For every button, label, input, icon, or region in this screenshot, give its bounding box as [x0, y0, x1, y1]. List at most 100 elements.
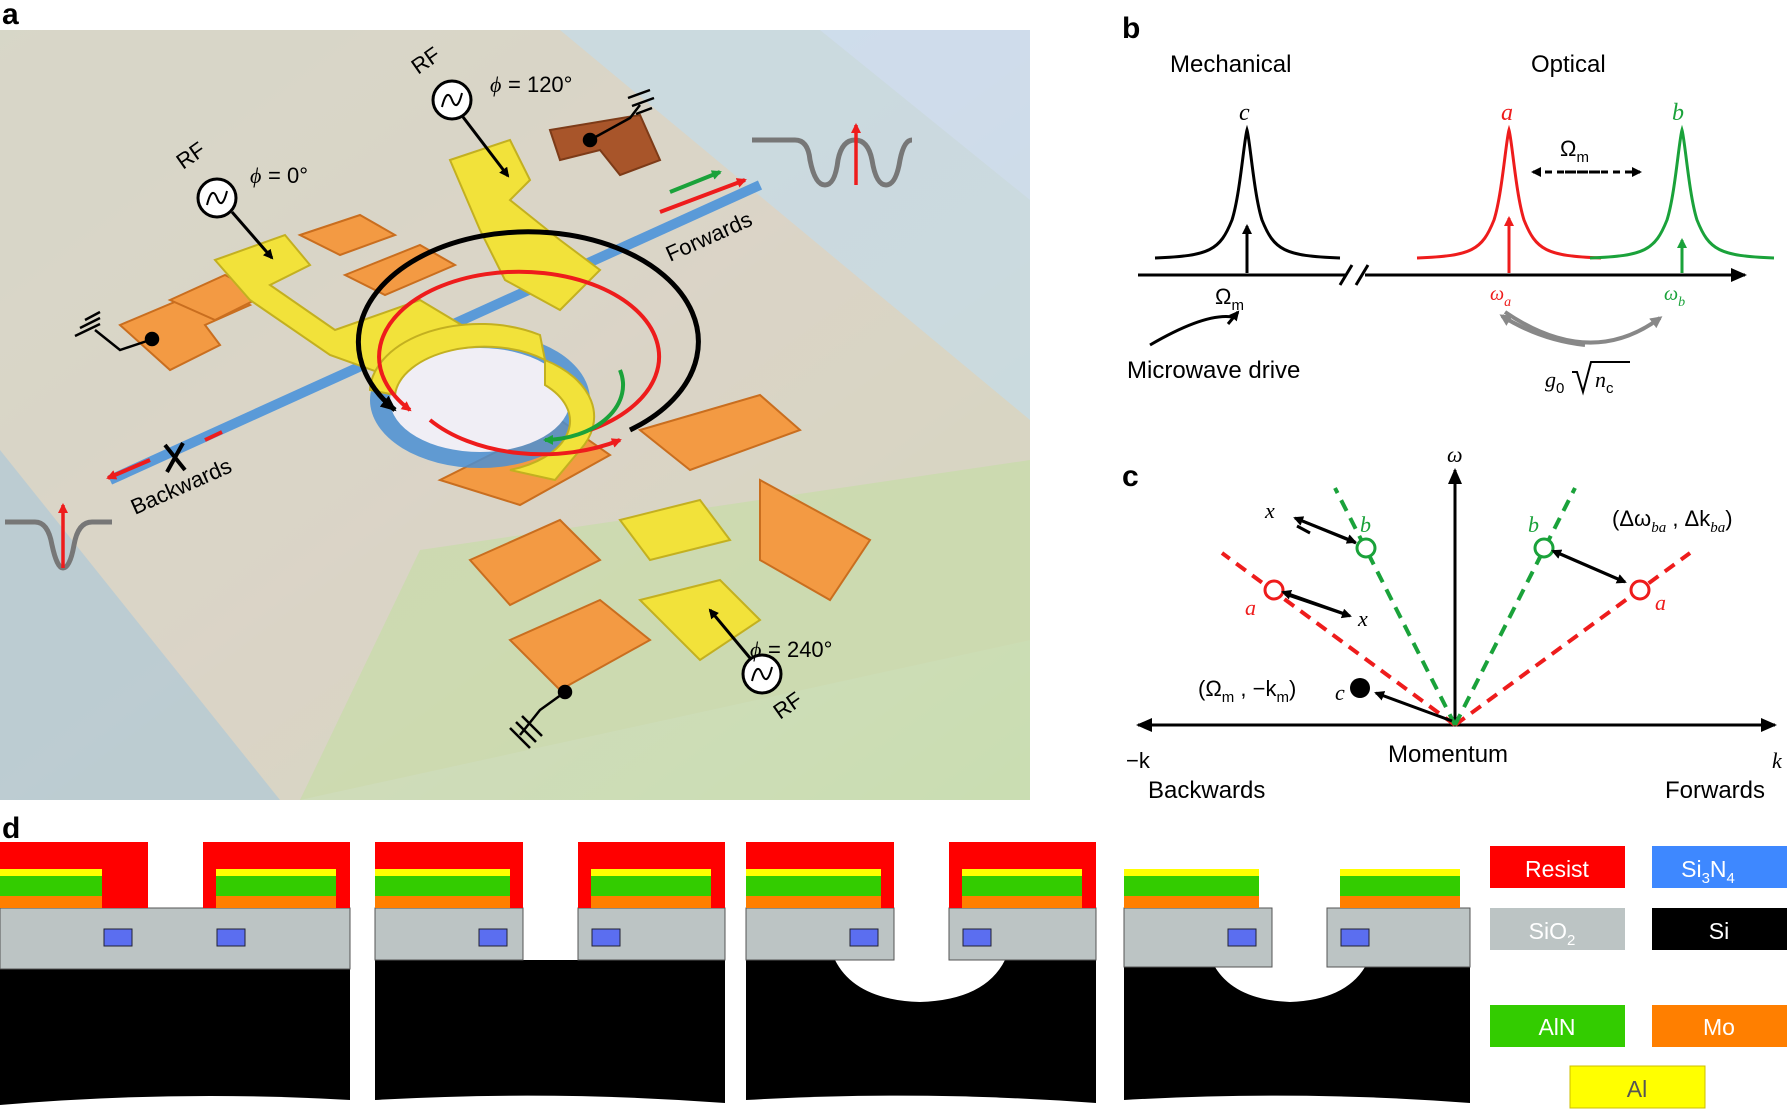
x-arrow-backward-2: [1299, 518, 1357, 544]
panel-b: b Mechanical Optical c a b Ωm ωa ωb Ωm M…: [1122, 12, 1775, 397]
lorentzian-b: [1589, 124, 1775, 260]
chip-side: [0, 450, 280, 800]
omega-m-axis-label: Ωm: [1215, 284, 1244, 314]
phase-label-240: = 240°: [768, 637, 832, 662]
mode-b-backward-point: [1355, 537, 1377, 559]
k-label: k: [1772, 748, 1783, 773]
delta-label: (Δωba , Δkba): [1612, 506, 1733, 536]
dispersion-b-forward: [1453, 487, 1577, 726]
panel-c-label: c: [1122, 460, 1139, 493]
svg-text:Al: Al: [1627, 1076, 1647, 1102]
process-step-2: [374, 842, 726, 1113]
rf-source-120: RF ϕ = 120°: [407, 42, 572, 178]
backward-arrow-dash: [204, 430, 223, 442]
rf-source-0: RF ϕ = 0°: [172, 137, 308, 260]
ground-symbols: [74, 88, 655, 749]
process-step-3: [745, 842, 1097, 1113]
panel-c: c ω b b a a c x x (Δωba , Δkba) (Ωm , −k…: [1122, 442, 1783, 804]
svg-text:nc: nc: [1595, 367, 1614, 397]
svg-text:g0: g0: [1545, 367, 1564, 397]
panel-a-label: a: [2, 0, 19, 31]
b-forward-label: b: [1528, 512, 1539, 537]
coupling-label: g0 nc: [1545, 361, 1630, 397]
omega-m-separation-label: Ωm: [1560, 136, 1589, 166]
legend-mo: Mo: [1652, 1005, 1787, 1047]
mode-a-backward-point: [1263, 579, 1285, 601]
svg-text:Mo: Mo: [1703, 1014, 1735, 1040]
mode-a-forward-point: [1629, 579, 1651, 601]
legend-resist: Resist: [1490, 846, 1625, 888]
legend-sio2: SiO2: [1490, 908, 1625, 950]
circulation-arrow-red-outer: [377, 269, 662, 432]
legend-aln: AlN: [1490, 1005, 1625, 1047]
c-vector-arrow: [1374, 691, 1453, 723]
phi-symbol-0: ϕ: [250, 163, 261, 188]
phi-symbol-120: ϕ: [490, 72, 501, 97]
momentum-label: Momentum: [1388, 741, 1508, 768]
legend-si: Si: [1652, 908, 1787, 950]
x-label-2: x: [1357, 606, 1368, 631]
panel-d: d: [0, 812, 1787, 1113]
legend-si3n4: Si3N4: [1652, 846, 1787, 888]
dispersion-a-forward: [1453, 551, 1692, 727]
ring-electrode-left: [368, 323, 547, 397]
material-legend: Resist Si3N4 SiO2 Si AlN Mo: [1490, 846, 1787, 1109]
c-point-label: c: [1335, 680, 1345, 705]
coupling-arrow-right: [1503, 310, 1663, 345]
svg-text:Resist: Resist: [1525, 856, 1590, 882]
omega-axis-label: ω: [1447, 442, 1463, 467]
lorentzian-a: [1416, 124, 1602, 260]
circulation-arrow-green: [543, 369, 626, 445]
x-arrow-forward-2: [1551, 549, 1621, 582]
microwave-drive-arrow: [1149, 315, 1238, 347]
x-arrow-top-left-stub: [1296, 524, 1311, 535]
microwave-drive-arrowhead: [1226, 310, 1240, 325]
omega-b-axis-label: ωb: [1664, 283, 1685, 310]
phase-label-120: = 120°: [508, 72, 572, 97]
circulation-arrow-red-inner: [428, 418, 622, 457]
svg-text:AlN: AlN: [1538, 1014, 1575, 1040]
b-backward-label: b: [1360, 512, 1371, 537]
x-arrow-a-2: [1281, 589, 1346, 616]
x-label-1: x: [1264, 498, 1275, 523]
forwards-label-c: Forwards: [1665, 777, 1765, 804]
a-backward-label: a: [1245, 595, 1256, 620]
axis-break: [1338, 264, 1370, 286]
phi-symbol-240: ϕ: [750, 637, 761, 662]
panel-d-label: d: [2, 812, 20, 845]
process-step-4: [1123, 869, 1471, 1113]
coupling-arrow-left: [1499, 314, 1586, 347]
forward-arrow-green: [669, 170, 722, 194]
lorentzian-c: [1154, 124, 1341, 260]
dispersion-b-backward: [1333, 487, 1457, 726]
omega-a-axis-label: ωa: [1490, 283, 1511, 310]
mode-b-forward-point: [1533, 537, 1555, 559]
microwave-drive-label: Microwave drive: [1127, 357, 1300, 384]
mode-c-point: [1350, 678, 1370, 698]
mechanical-heading: Mechanical: [1170, 51, 1291, 78]
dispersion-a-backward: [1220, 551, 1457, 727]
a-forward-label: a: [1655, 590, 1666, 615]
process-step-1: [0, 842, 351, 1113]
minus-k-label: −k: [1126, 748, 1151, 773]
mode-b-label: b: [1672, 100, 1684, 126]
svg-text:Si3N4: Si3N4: [1681, 856, 1735, 887]
circulation-arrow-black: [355, 229, 701, 433]
dark-electrode: [548, 113, 662, 177]
phase-label-0: = 0°: [268, 163, 308, 188]
svg-text:SiO2: SiO2: [1529, 918, 1576, 949]
svg-text:Si: Si: [1709, 918, 1729, 944]
backward-arrow-red: [106, 458, 151, 480]
legend-al: Al: [1569, 1065, 1706, 1109]
mode-a-label: a: [1501, 100, 1513, 126]
panel-a: a: [0, 0, 1030, 800]
ring-electrode-right: [509, 358, 596, 482]
mode-c-label: c: [1239, 100, 1250, 126]
panel-b-label: b: [1122, 12, 1140, 45]
forward-arrow-red: [659, 178, 747, 214]
optical-heading: Optical: [1531, 51, 1606, 78]
backwards-label-c: Backwards: [1148, 777, 1265, 804]
background-shade: [560, 30, 1030, 420]
blocked-cross: [163, 442, 187, 473]
